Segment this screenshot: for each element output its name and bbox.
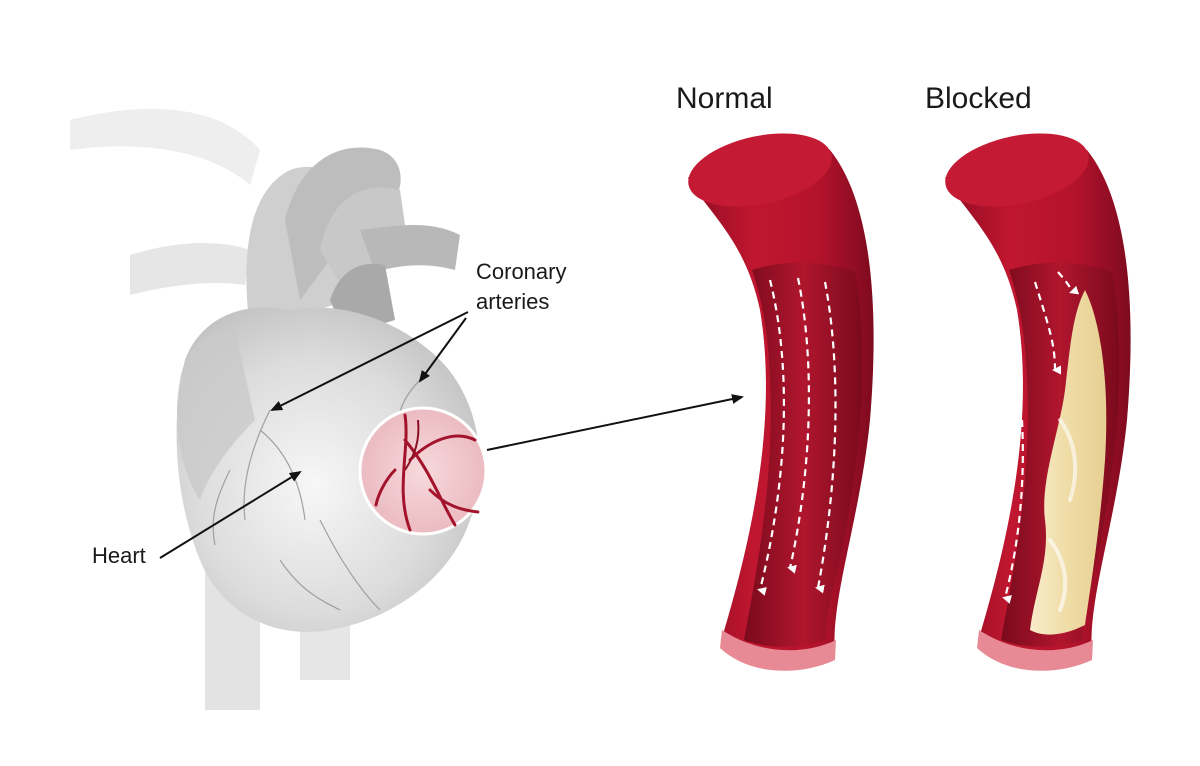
- zoom-circle: [358, 406, 488, 536]
- blocked-label: Blocked: [925, 82, 1032, 115]
- blocked-artery: [945, 133, 1131, 671]
- normal-label: Normal: [676, 82, 773, 115]
- normal-artery: [688, 133, 874, 671]
- coronary-arteries-label-line2: arteries: [476, 289, 549, 314]
- flow-arrow-icon: [757, 277, 837, 596]
- flow-arrow-icon: [1002, 271, 1080, 604]
- heart-label: Heart: [92, 543, 146, 568]
- arrow-icon: [159, 311, 744, 559]
- heart-illustration: [70, 108, 480, 710]
- coronary-arteries-label-line1: Coronary: [476, 259, 566, 284]
